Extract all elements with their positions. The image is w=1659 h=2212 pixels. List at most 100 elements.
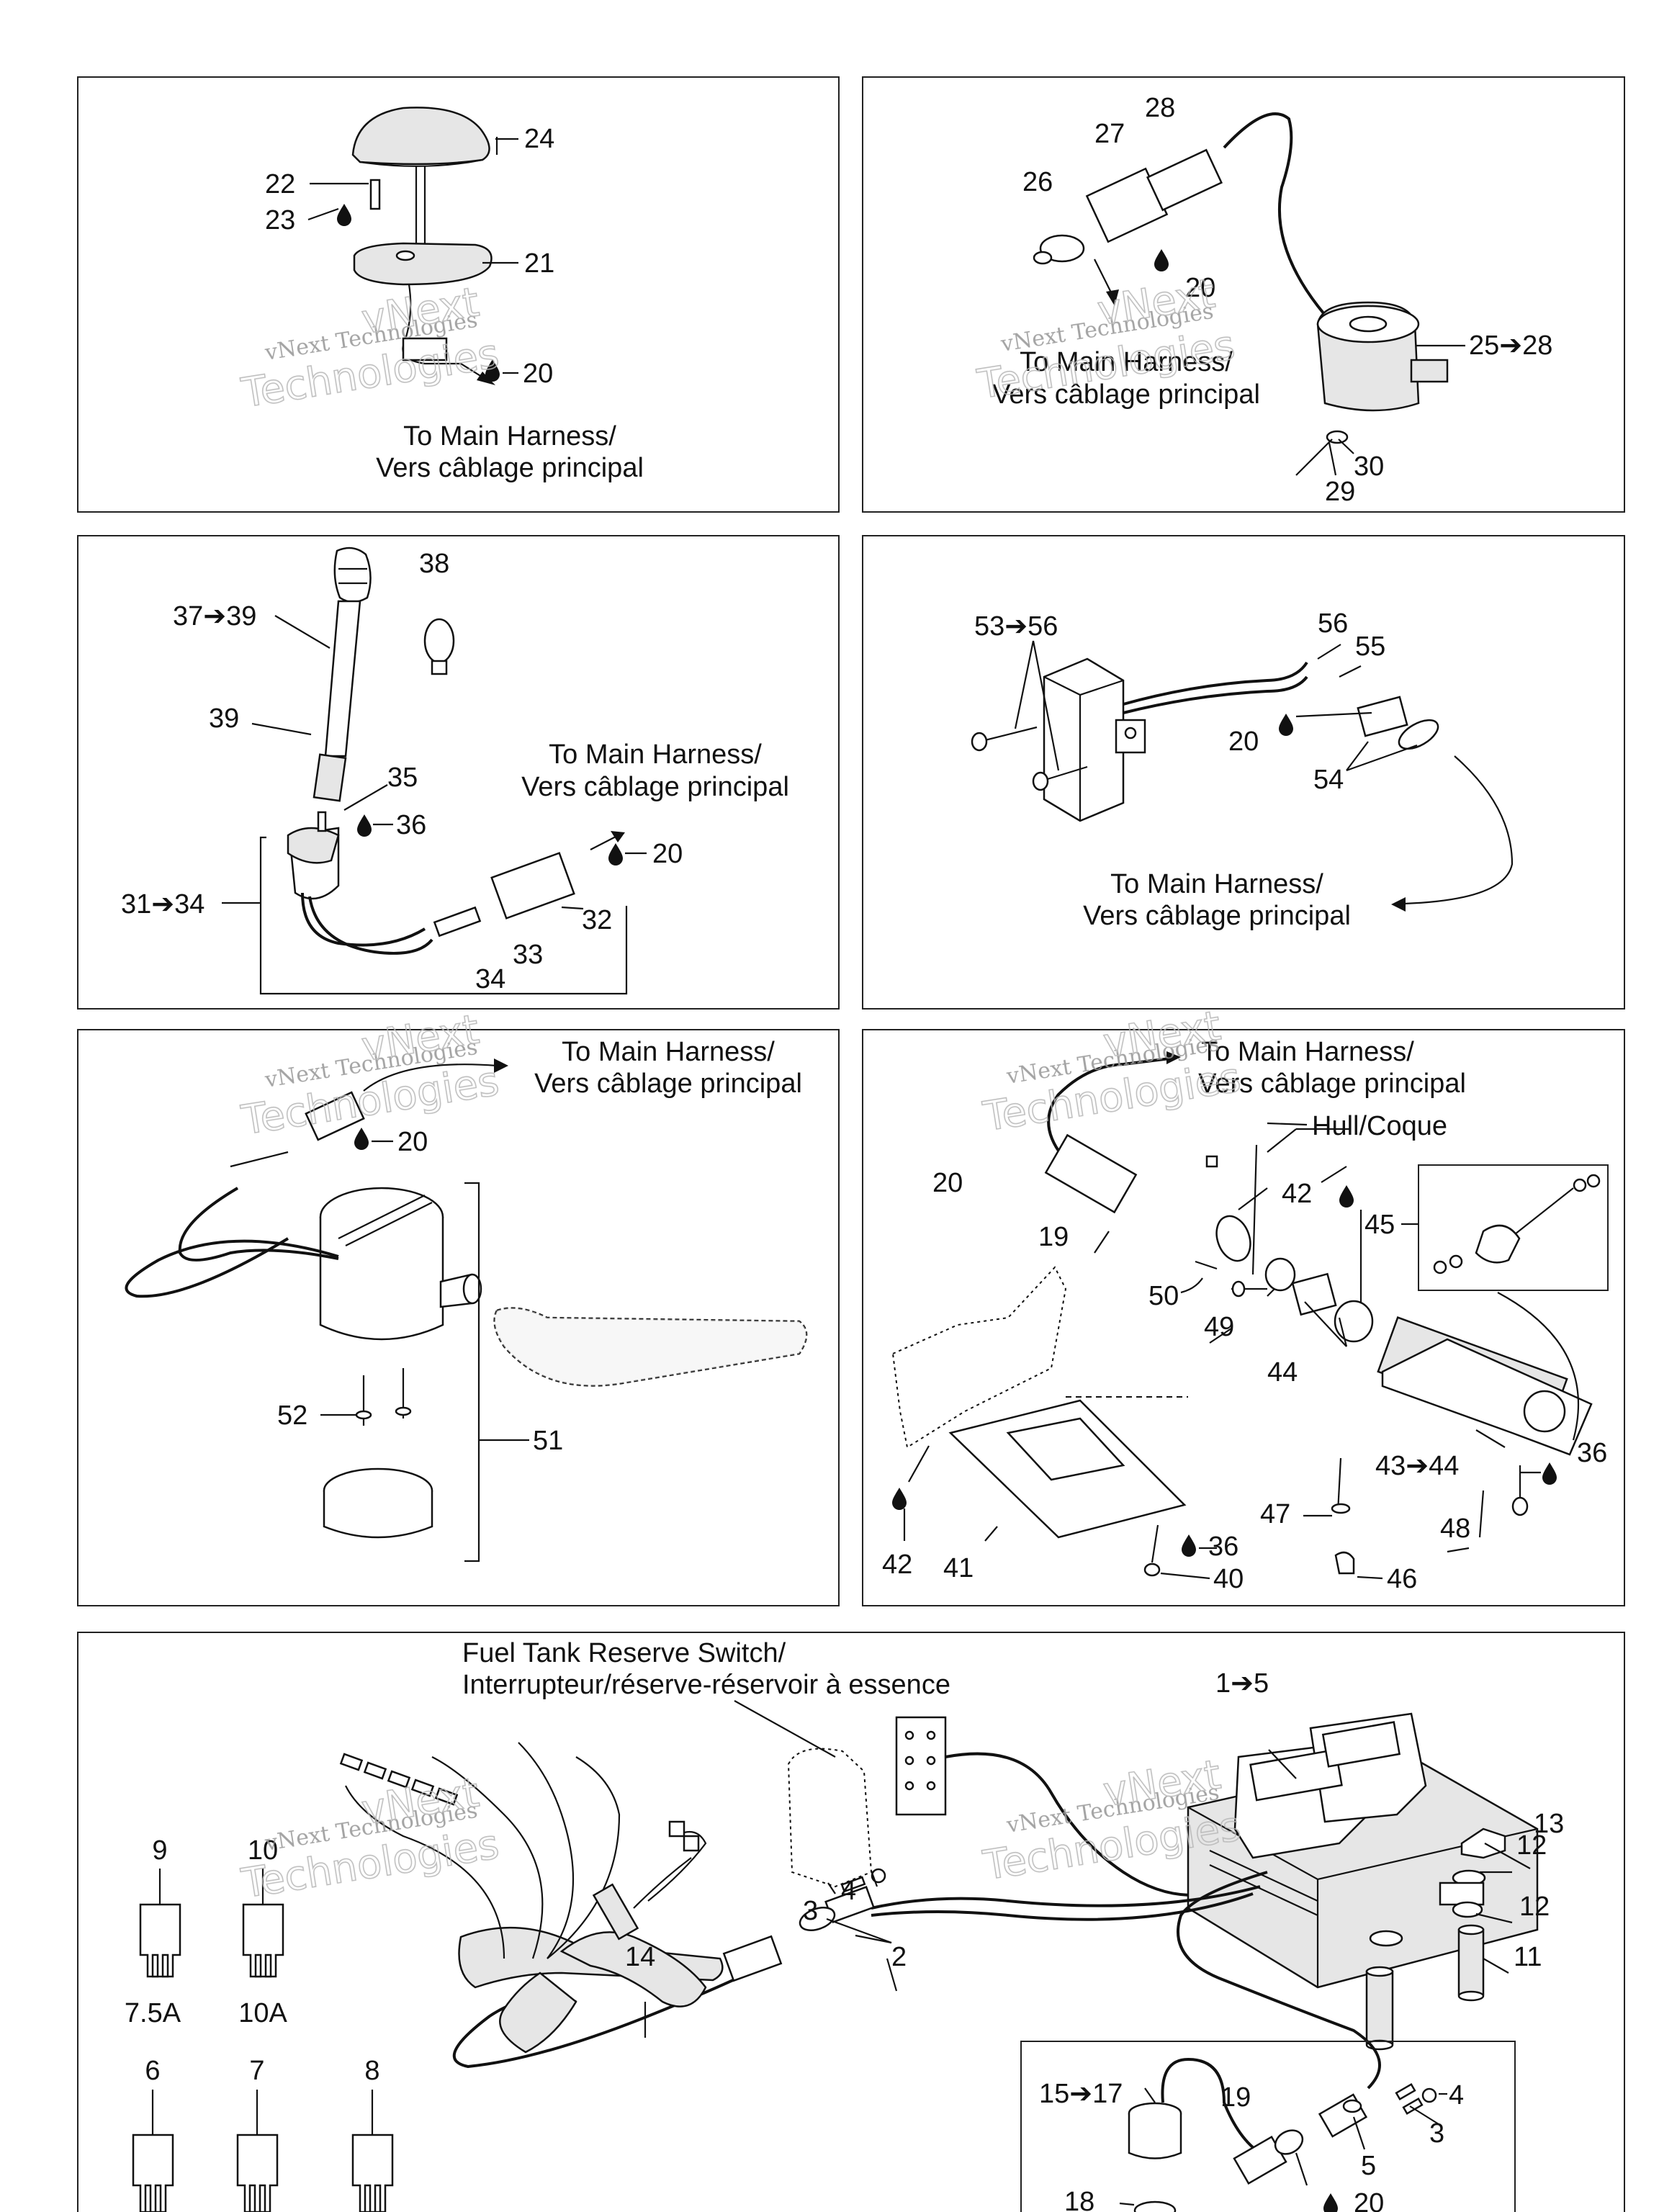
harness-caption: Vers câblage principal [1198, 1069, 1466, 1099]
label: 36 [396, 810, 426, 840]
label: 28 [1145, 93, 1175, 123]
label: 40 [1213, 1564, 1244, 1594]
switch-title: Fuel Tank Reserve Switch/ [462, 1638, 786, 1668]
label: 24 [524, 124, 554, 154]
bilge-pump-assembly [125, 1058, 808, 1563]
label: 20 [1228, 727, 1259, 757]
label: 20 [1354, 2188, 1384, 2212]
horn-assembly [1033, 112, 1465, 476]
harness-caption: Vers câblage principal [1083, 901, 1351, 931]
label: 13 [1534, 1809, 1564, 1839]
label: 5 [1361, 2151, 1376, 2181]
panel-7: Fuel Tank Reserve Switch/ Interrupteur/r… [77, 1632, 1625, 2212]
label: 11 [1514, 1942, 1542, 1972]
fuse-8 [351, 2090, 394, 2212]
label: 26 [1022, 167, 1053, 197]
fuse-box-assembly [339, 1700, 1539, 2212]
fuse-number: 9 [152, 1835, 167, 1866]
label: 46 [1387, 1564, 1417, 1594]
label: 54 [1313, 765, 1344, 795]
label: 4 [841, 1876, 856, 1906]
label: 52 [277, 1401, 307, 1431]
fuse-number: 8 [364, 2056, 379, 2086]
label: 22 [265, 169, 295, 199]
fuse-number: 7 [249, 2056, 264, 2086]
label: 20 [652, 839, 683, 869]
harness-caption: To Main Harness/ [562, 1037, 775, 1067]
harness-caption: To Main Harness/ [1201, 1037, 1414, 1067]
label: 29 [1325, 477, 1355, 507]
switch-title: Interrupteur/réserve-réservoir à essence [462, 1670, 950, 1700]
harness-caption: To Main Harness/ [549, 739, 762, 770]
label: 20 [397, 1127, 428, 1157]
label: 1➔5 [1215, 1668, 1269, 1699]
panel-3: 38 37➔39 39 35 36 31➔34 20 32 33 34 To M… [77, 535, 840, 1010]
label: 12 [1516, 1830, 1547, 1861]
label: 34 [475, 964, 505, 994]
fuse-group: 9 7.5A 10 10A 6 7 8 [125, 1835, 394, 2212]
trim-sender-assembly [891, 1051, 1609, 1580]
label: 36 [1577, 1438, 1607, 1468]
label: 44 [1267, 1357, 1298, 1388]
label: 20 [1185, 273, 1215, 303]
label: 35 [387, 763, 418, 793]
navigation-light-assembly [307, 107, 518, 385]
label: 15➔17 [1039, 2079, 1123, 2109]
fuse-number: 10 [248, 1835, 278, 1866]
label: 36 [1208, 1532, 1238, 1562]
harness-caption: To Main Harness/ [403, 421, 616, 451]
label: 33 [513, 940, 543, 970]
harness-caption: To Main Harness/ [1110, 869, 1323, 899]
fuse-9 [139, 1869, 181, 1978]
label: 47 [1260, 1499, 1290, 1529]
harness-caption: Vers câblage principal [376, 453, 644, 483]
harness-caption: Vers câblage principal [521, 772, 789, 802]
label: 56 [1318, 608, 1348, 639]
label: 23 [265, 205, 295, 235]
label: 55 [1355, 631, 1385, 662]
label: 50 [1148, 1281, 1179, 1311]
label: 14 [625, 1942, 655, 1972]
label: 19 [1038, 1222, 1069, 1252]
label: 42 [882, 1550, 912, 1580]
panel-5: 20 52 51 To Main Harness/ Vers câblage p… [77, 1029, 840, 1606]
fuse-10 [242, 1869, 284, 1978]
label: 4 [1449, 2080, 1464, 2110]
harness-connectors [339, 1753, 459, 1806]
label: 20 [523, 359, 553, 389]
harness-caption: To Main Harness/ [1020, 347, 1233, 377]
label: 31➔34 [121, 889, 204, 920]
label: 41 [943, 1553, 974, 1583]
panel-4: 53➔56 56 55 20 54 To Main Harness/ Vers … [862, 535, 1625, 1010]
label: 30 [1354, 451, 1384, 482]
label: 48 [1440, 1514, 1470, 1544]
label: 3 [1429, 2118, 1444, 2149]
harness-caption: Vers câblage principal [992, 379, 1260, 410]
label: 53➔56 [974, 611, 1058, 642]
hull-label: Hull/Coque [1312, 1111, 1447, 1141]
label: 49 [1204, 1312, 1234, 1342]
fuse-number: 6 [145, 2056, 160, 2086]
label: 20 [932, 1168, 963, 1198]
panel-6: 42 45 20 19 50 49 44 43➔44 36 47 48 42 4… [862, 1029, 1625, 1606]
label: 43➔44 [1375, 1451, 1459, 1481]
label: 51 [533, 1426, 563, 1456]
label: 12 [1519, 1892, 1550, 1922]
label: 2 [891, 1942, 907, 1972]
label: 38 [419, 549, 449, 579]
label: 21 [524, 248, 554, 279]
label: 42 [1282, 1179, 1312, 1209]
fuse-6 [132, 2090, 174, 2212]
module-assembly [971, 640, 1514, 912]
fuse-rating: 10A [238, 1998, 287, 2028]
label: 32 [582, 905, 612, 935]
stern-light-assembly [222, 547, 647, 995]
label: 25➔28 [1469, 331, 1552, 361]
label: 18 [1064, 2187, 1094, 2212]
panel-1: 24 22 23 21 20 To Main Harness/ Vers câb… [77, 76, 840, 513]
harness-caption: Vers câblage principal [534, 1069, 802, 1099]
panel-2: 28 27 26 20 25➔28 30 29 To Main Harness/… [862, 76, 1625, 513]
label: 39 [209, 703, 239, 734]
label: 3 [803, 1896, 818, 1926]
